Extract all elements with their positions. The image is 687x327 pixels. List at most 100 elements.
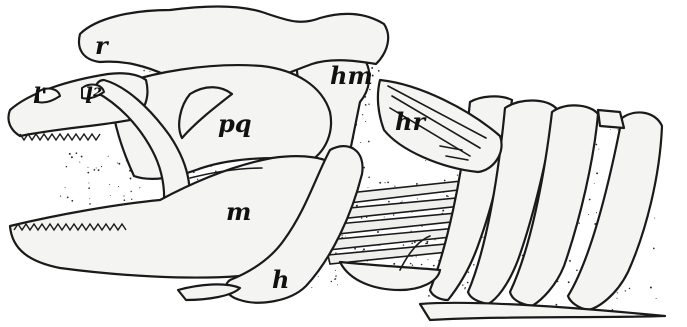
stipple-dot [473,264,474,265]
stipple-dot [67,197,69,199]
stipple-dot [69,153,71,155]
label-hm: hm [330,61,373,90]
stipple-dot [108,156,109,157]
stipple-dot [117,162,118,163]
stipple-dot [94,169,96,171]
stipple-dot [617,292,618,293]
stipple-dot [596,212,597,213]
stipple-dot [65,187,66,188]
stipple-dot [118,186,119,187]
stipple-dot [131,199,132,200]
stipple-dot [588,214,589,215]
stipple-dot [610,129,611,130]
stipple-dot [482,237,483,238]
stipple-dot [447,196,448,197]
stipple-dot [394,186,395,187]
stipple-dot [596,144,598,146]
stipple-dot [378,70,380,72]
stipple-dot [66,166,68,168]
stipple-dot [335,278,337,280]
stipple-dot [428,295,430,297]
stipple-dot [412,265,413,266]
stipple-dot [101,166,102,167]
stipple-dot [379,182,381,184]
stipple-dot [653,248,655,250]
stipple-dot [576,269,578,271]
stipple-dot [468,272,469,273]
label-hr: hr [395,107,427,136]
stipple-dot [87,172,89,174]
stipple-dot [410,263,412,265]
stipple-dot [425,160,426,161]
stipple-dot [76,152,78,154]
stipple-dot [393,263,395,265]
stipple-dot [335,270,336,271]
stipple-dot [438,260,439,261]
stipple-dot [650,287,652,289]
stipple-dot [589,199,591,201]
stipple-dot [318,276,319,277]
stipple-dot [130,191,131,192]
stipple-dot [434,239,435,240]
stipple-dot [311,287,312,288]
stipple-dot [427,259,428,260]
stipple-dot [421,264,423,266]
stipple-dot [71,156,73,158]
label-h: h [272,265,289,294]
stipple-dot [124,199,126,201]
stipple-dot [426,242,428,244]
stipple-dot [416,256,417,257]
stipple-dot [594,183,595,184]
stipple-dot [568,281,570,283]
label-l1: l' [33,83,47,108]
stipple-dot [368,187,369,188]
stipple-dot [149,71,150,72]
stipple-dot [368,103,369,104]
stipple-dot [368,141,370,143]
label-pq: pq [218,109,252,138]
stipple-dot [110,195,111,196]
stipple-dot [368,176,370,178]
stipple-dot [387,182,389,184]
stipple-dot [98,169,100,171]
stipple-dot [579,223,580,224]
stipple-dot [356,205,358,207]
stipple-dot [462,284,463,285]
stipple-dot [656,298,657,299]
stipple-dot [96,168,97,169]
stipple-dot [360,142,361,143]
stipple-dot [89,198,90,199]
stipple-dot [335,275,336,276]
stipple-dot [88,187,90,189]
stipple-dot [109,184,110,185]
stipple-dot [654,218,655,219]
stipple-dot [596,172,598,174]
stipple-dot [197,179,198,180]
stipple-dot [457,175,458,176]
stipple-dot [139,187,140,188]
label-m: m [226,197,251,226]
stipple-dot [402,201,403,202]
stipple-dot [444,180,446,182]
label-l2: l² [85,83,102,108]
stipple-dot [123,195,124,196]
stipple-dot [341,235,342,236]
stipple-dot [629,288,630,289]
stipple-dot [377,231,379,233]
stipple-dot [79,162,80,163]
stipple-dot [365,121,366,122]
stipple-dot [388,201,390,203]
stipple-dot [555,304,557,306]
stipple-dot [442,210,444,212]
stipple-dot [403,244,404,245]
stipple-dot [361,217,362,218]
stipple-dot [60,196,61,197]
stipple-dot [625,290,626,291]
stipple-dot [335,252,336,253]
stipple-dot [337,284,338,285]
stipple-dot [467,282,469,284]
stipple-dot [365,104,367,106]
stipple-dot [417,198,418,199]
